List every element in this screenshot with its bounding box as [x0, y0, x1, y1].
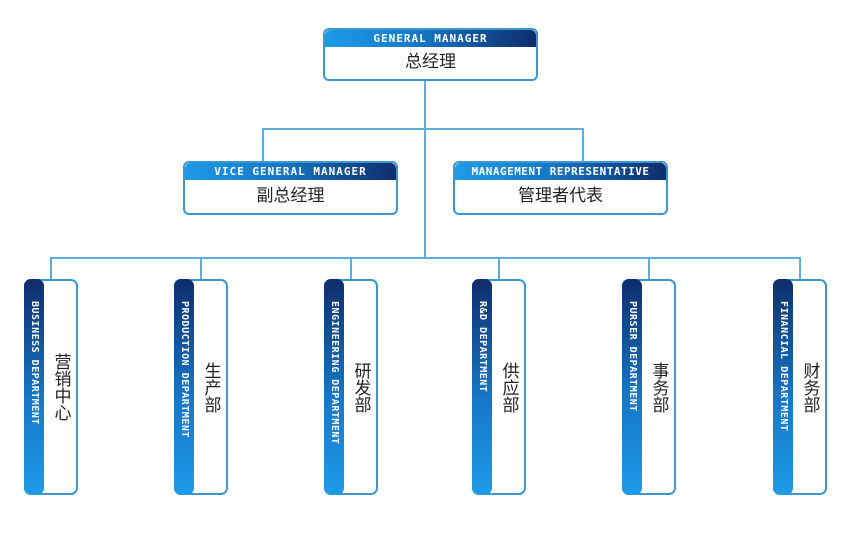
- dept-title-cn-production: 生产部: [200, 361, 221, 413]
- dept-box-financial: FINANCIAL DEPARTMENT 财务部: [773, 279, 827, 495]
- dept-title-cn-rnd: 供应部: [498, 361, 519, 413]
- connector-top-vertical: [424, 80, 426, 258]
- dept-title-en-financial: FINANCIAL DEPARTMENT: [778, 301, 789, 432]
- dept-title-cn-engineering: 研发部: [350, 361, 371, 413]
- dept-box-engineering: ENGINEERING DEPARTMENT 研发部: [324, 279, 378, 495]
- vice-general-manager-box: VICE GENERAL MANAGER 副总经理: [183, 161, 398, 215]
- dept-bar-financial: FINANCIAL DEPARTMENT: [773, 279, 793, 495]
- general-manager-title-en: GENERAL MANAGER: [325, 30, 536, 47]
- vice-general-manager-title-cn: 副总经理: [256, 186, 325, 206]
- connector-dept-horizontal: [50, 257, 801, 259]
- dept-title-cn-financial: 财务部: [799, 361, 820, 413]
- management-representative-title-cn: 管理者代表: [518, 186, 603, 206]
- dept-bar-production: PRODUCTION DEPARTMENT: [174, 279, 194, 495]
- connector-dept-drop-4: [498, 257, 500, 279]
- dept-box-rnd: R&D DEPARTMENT 供应部: [472, 279, 526, 495]
- connector-vice-drop: [262, 128, 264, 161]
- dept-title-en-business: BUSINESS DEPARTMENT: [29, 301, 40, 425]
- connector-dept-drop-5: [648, 257, 650, 279]
- management-representative-title-en: MANAGEMENT REPRESENTATIVE: [455, 163, 666, 180]
- dept-title-en-rnd: R&D DEPARTMENT: [477, 301, 488, 393]
- connector-second-horizontal: [262, 128, 584, 130]
- general-manager-box: GENERAL MANAGER 总经理: [323, 28, 538, 81]
- dept-title-en-engineering: ENGINEERING DEPARTMENT: [329, 301, 340, 445]
- connector-dept-drop-3: [350, 257, 352, 279]
- connector-rep-drop: [582, 128, 584, 161]
- dept-title-cn-purser: 事务部: [648, 361, 669, 413]
- dept-box-business: BUSINESS DEPARTMENT 营销中心: [24, 279, 78, 495]
- dept-title-cn-business: 营销中心: [50, 353, 71, 421]
- vice-general-manager-title-en: VICE GENERAL MANAGER: [185, 163, 396, 180]
- dept-box-production: PRODUCTION DEPARTMENT 生产部: [174, 279, 228, 495]
- dept-bar-rnd: R&D DEPARTMENT: [472, 279, 492, 495]
- management-representative-box: MANAGEMENT REPRESENTATIVE 管理者代表: [453, 161, 668, 215]
- dept-bar-business: BUSINESS DEPARTMENT: [24, 279, 44, 495]
- dept-box-purser: PURSER DEPARTMENT 事务部: [622, 279, 676, 495]
- connector-dept-drop-6: [799, 257, 801, 279]
- dept-title-en-purser: PURSER DEPARTMENT: [627, 301, 638, 412]
- connector-dept-drop-1: [50, 257, 52, 279]
- dept-bar-engineering: ENGINEERING DEPARTMENT: [324, 279, 344, 495]
- dept-bar-purser: PURSER DEPARTMENT: [622, 279, 642, 495]
- general-manager-title-cn: 总经理: [405, 52, 456, 72]
- dept-title-en-production: PRODUCTION DEPARTMENT: [179, 301, 190, 438]
- connector-dept-drop-2: [200, 257, 202, 279]
